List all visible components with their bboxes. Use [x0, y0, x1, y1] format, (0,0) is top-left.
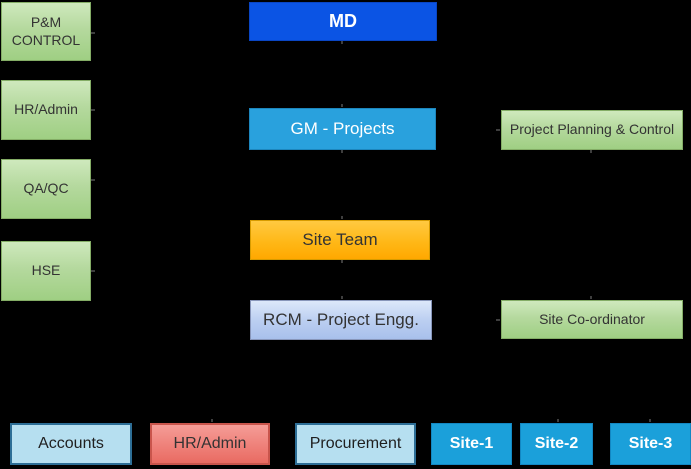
connector-stub — [341, 216, 343, 219]
connector-stub — [590, 150, 592, 153]
connector-stub — [341, 260, 343, 263]
node-project-planning-control: Project Planning & Control — [501, 110, 683, 150]
connector-stub — [557, 419, 559, 422]
node-hr-admin-left: HR/Admin — [1, 80, 91, 140]
connector-stub — [91, 109, 95, 111]
node-hse: HSE — [1, 241, 91, 301]
node-md: MD — [249, 2, 437, 41]
node-site-team: Site Team — [250, 220, 430, 260]
node-gm-projects: GM - Projects — [249, 108, 436, 150]
node-accounts: Accounts — [10, 423, 132, 465]
connector-stub — [341, 41, 343, 44]
node-site-coordinator: Site Co-ordinator — [501, 300, 683, 339]
connector-stub — [211, 419, 213, 422]
connector-stub — [341, 150, 343, 153]
node-qa-qc: QA/QC — [1, 159, 91, 219]
connector-stub — [496, 319, 500, 321]
connector-stub — [341, 104, 343, 107]
connector-stub — [496, 129, 500, 131]
connector-stub — [91, 270, 95, 272]
connector-stub — [91, 179, 95, 181]
node-site-2: Site-2 — [520, 423, 593, 465]
node-site-1: Site-1 — [431, 423, 512, 465]
connector-stub — [649, 419, 651, 422]
connector-stub — [590, 296, 592, 299]
node-procurement: Procurement — [295, 423, 416, 465]
connector-stub — [91, 32, 95, 34]
node-pm-control: P&M CONTROL — [1, 2, 91, 61]
node-rcm-project-engg: RCM - Project Engg. — [250, 300, 432, 340]
connector-stub — [341, 296, 343, 299]
node-hr-admin-bottom: HR/Admin — [150, 423, 270, 465]
node-site-3: Site-3 — [610, 423, 691, 465]
